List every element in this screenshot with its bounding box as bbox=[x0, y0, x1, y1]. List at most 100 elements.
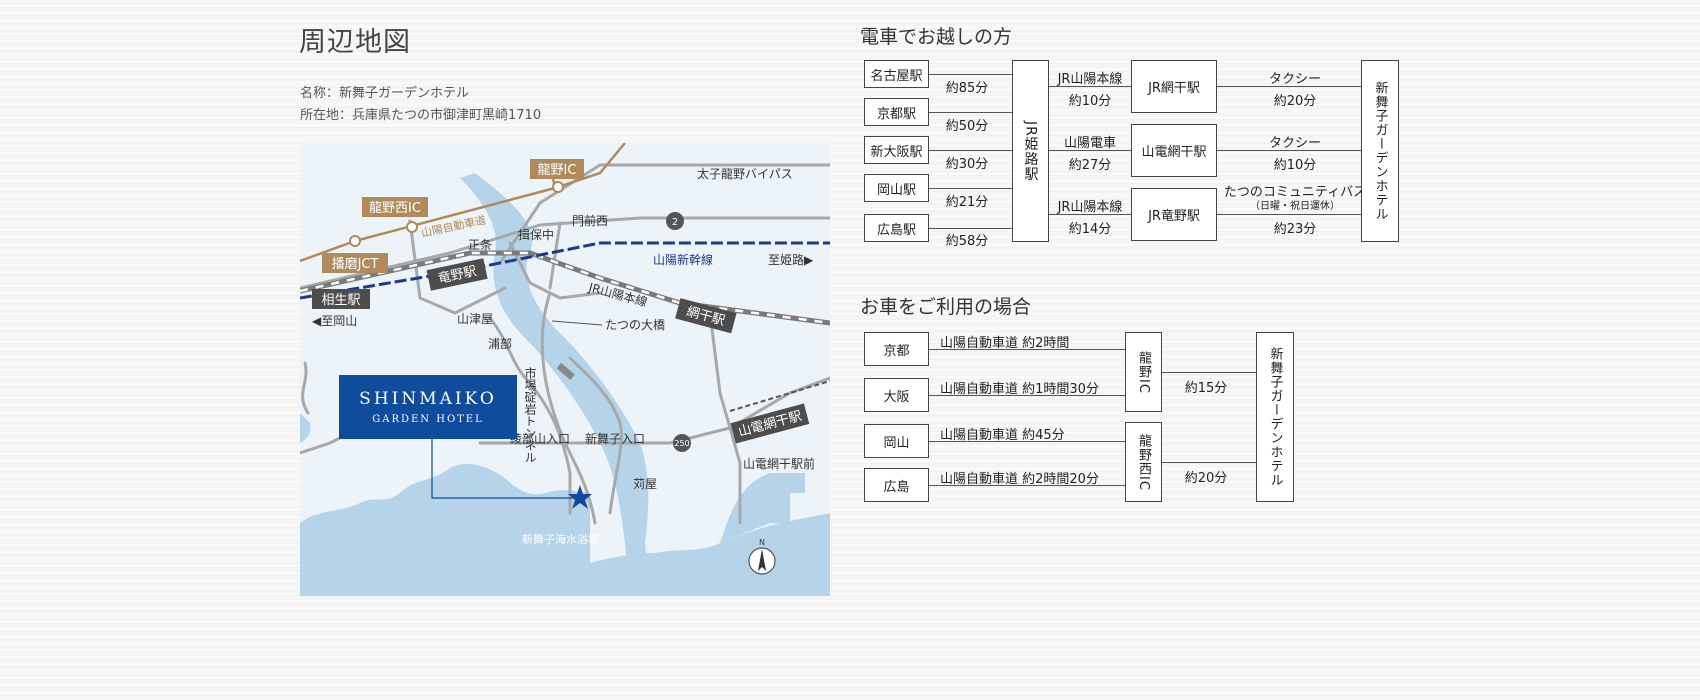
map-svg: 2 250 相生駅 竜野駅 網干駅 山電網干駅 龍野IC 龍野西IC 播磨JCT… bbox=[300, 143, 830, 596]
tatsuno-ic-box bbox=[530, 159, 584, 179]
station-sanden-aboshi: 山電網干駅 bbox=[1131, 124, 1217, 177]
ic-tatsuno-time: 約15分 bbox=[1184, 381, 1228, 396]
train-title: 電車でお越しの方 bbox=[860, 26, 1013, 48]
route3-line: JR山陽本線 bbox=[1057, 200, 1123, 215]
hotel-name: 名称：新舞子ガーデンホテル bbox=[300, 86, 470, 101]
car-origin-osaka: 大阪 bbox=[864, 378, 929, 412]
monmaenishi-label: 門前西 bbox=[572, 213, 608, 228]
ibohonaka-label: 揖保中 bbox=[518, 227, 554, 242]
route250-shield bbox=[673, 434, 691, 452]
road-monmaenishi bbox=[548, 221, 562, 290]
yamatsuya-label: 山津屋 bbox=[457, 312, 493, 326]
road-west-edge bbox=[301, 361, 310, 415]
hotel-logo-line1: SHINMAIKO bbox=[359, 389, 497, 409]
ic-tatsuno-nishi-time: 約20分 bbox=[1184, 471, 1228, 486]
sanyo-electric-line bbox=[729, 380, 830, 412]
sanden-aboshi-mae-label: 山電網干駅前 bbox=[743, 456, 815, 471]
hotel-logo-box bbox=[339, 375, 517, 439]
aioi-station-box bbox=[312, 289, 370, 309]
ic-tatsuno: 龍野IC bbox=[1125, 332, 1162, 412]
car-title: お車をご利用の場合 bbox=[860, 296, 1032, 318]
hotel-logo-line2: GARDEN HOTEL bbox=[372, 414, 484, 425]
ayabeyama-label: 綾部山入口 bbox=[510, 431, 570, 446]
road-aboshi bbox=[708, 311, 742, 525]
area-map: 2 250 相生駅 竜野駅 網干駅 山電網干駅 龍野IC 龍野西IC 播磨JCT… bbox=[300, 143, 830, 596]
route2-line-time: 約27分 bbox=[1068, 158, 1112, 173]
road-shinmaiko bbox=[568, 356, 623, 515]
tatsuno-ic-marker bbox=[552, 181, 564, 193]
route2-mode-time: 約10分 bbox=[1273, 158, 1317, 173]
origin-shin-osaka-time: 約30分 bbox=[945, 157, 989, 172]
station-jr-tatsuno: JR竜野駅 bbox=[1131, 188, 1217, 241]
tatsuno-nishi-ic-marker bbox=[406, 221, 418, 233]
sea-bay bbox=[300, 413, 311, 443]
sanden-aboshi-box bbox=[730, 403, 810, 444]
train-diagram: 名古屋駅 京都駅 新大阪駅 岡山駅 広島駅 約85分 約50分 約30分 約21… bbox=[860, 58, 1420, 249]
route2-label: 2 bbox=[672, 217, 678, 228]
hub-himeji: JR姫路駅 bbox=[1012, 60, 1049, 242]
station-jr-aboshi: JR網干駅 bbox=[1131, 60, 1217, 113]
harbor-inlet bbox=[720, 473, 770, 543]
car-route-osaka: 山陽自動車道 約1時間30分 bbox=[940, 382, 1099, 397]
aboshi-station-box bbox=[675, 298, 737, 334]
sanyo-expressway-label: 山陽自動車道 bbox=[420, 213, 487, 240]
origin-okayama-time: 約21分 bbox=[945, 195, 989, 210]
car-route-okayama: 山陽自動車道 約45分 bbox=[940, 428, 1065, 443]
origin-hiroshima-time: 約58分 bbox=[945, 234, 989, 249]
tatsuno-nishi-ic-label: 龍野西IC bbox=[369, 200, 421, 216]
hotel-star-icon bbox=[568, 485, 592, 509]
to-himeji-label: 至姫路▶ bbox=[768, 252, 814, 267]
tatsuno-ohashi-label: たつの大橋 bbox=[605, 318, 665, 332]
hotel-pointer-line bbox=[431, 439, 578, 499]
route1-mode-time: 約20分 bbox=[1273, 94, 1317, 109]
sanyo-shinkansen bbox=[300, 241, 830, 300]
route2-shield bbox=[666, 212, 684, 230]
tunnel-marker bbox=[556, 362, 575, 380]
route3-mode-time: 約23分 bbox=[1273, 222, 1317, 237]
tatsuno-nishi-ic-box bbox=[362, 197, 428, 217]
urabe-label: 浦部 bbox=[488, 336, 512, 351]
north-arrow-icon bbox=[758, 549, 766, 571]
route250-label: 250 bbox=[674, 439, 689, 448]
to-okayama-label: ◀至岡山 bbox=[312, 314, 357, 328]
car-route-hiroshima: 山陽自動車道 約2時間20分 bbox=[940, 472, 1099, 487]
route1-line: JR山陽本線 bbox=[1057, 72, 1123, 87]
origin-okayama: 岡山駅 bbox=[864, 174, 929, 202]
ibo-river bbox=[460, 173, 650, 596]
ichiba-tunnel-label: 市場碇岩トンネル bbox=[523, 366, 537, 463]
harima-jct-marker bbox=[349, 235, 361, 247]
tatsuno-ic-label: 龍野IC bbox=[538, 162, 577, 178]
tatsuno-ohashi-leader bbox=[551, 320, 603, 326]
origin-hiroshima: 広島駅 bbox=[864, 214, 929, 242]
shinkansen-label: 山陽新幹線 bbox=[653, 252, 713, 267]
harima-jct-box bbox=[322, 253, 388, 273]
shinmaiko-iriguchi-label: 新舞子入口 bbox=[585, 431, 645, 446]
origin-kyoto: 京都駅 bbox=[864, 98, 929, 126]
road-ibohonaka bbox=[508, 241, 602, 300]
road-route2 bbox=[448, 216, 830, 255]
north-label: N bbox=[759, 538, 765, 547]
shojo-label: 正条 bbox=[468, 238, 492, 252]
road-urabe bbox=[488, 316, 572, 515]
route2-line: 山陽電車 bbox=[1063, 136, 1117, 151]
route3-mode-note: （日曜・祝日運休） bbox=[1250, 201, 1340, 212]
route1-line-time: 約10分 bbox=[1068, 94, 1112, 109]
car-diagram: 京都 大阪 岡山 広島 山陽自動車道 約2時間 山陽自動車道 約1時間30分 山… bbox=[860, 330, 1310, 510]
car-origin-kyoto: 京都 bbox=[864, 332, 929, 366]
route3-line-time: 約14分 bbox=[1068, 222, 1112, 237]
beach-label: 新舞子海水浴場 bbox=[522, 532, 599, 546]
taishi-bypass-label: 太子龍野バイパス bbox=[697, 166, 793, 181]
car-origin-hiroshima: 広島 bbox=[864, 468, 929, 502]
car-destination: 新舞子ガーデンホテル bbox=[1256, 332, 1294, 502]
origin-shin-osaka: 新大阪駅 bbox=[864, 136, 929, 164]
karaya-label: 苅屋 bbox=[633, 477, 657, 491]
car-route-kyoto: 山陽自動車道 約2時間 bbox=[940, 336, 1070, 351]
route2-mode: タクシー bbox=[1268, 136, 1322, 151]
road-yamatsuya bbox=[408, 219, 507, 315]
origin-nagoya-time: 約85分 bbox=[945, 81, 989, 96]
tatsuno-station-box bbox=[426, 258, 488, 291]
hotel-address: 所在地：兵庫県たつの市御津町黒崎1710 bbox=[300, 108, 542, 123]
train-destination: 新舞子ガーデンホテル bbox=[1361, 60, 1399, 242]
route3-mode: たつのコミュニティバス bbox=[1223, 185, 1367, 200]
origin-nagoya: 名古屋駅 bbox=[864, 60, 929, 88]
